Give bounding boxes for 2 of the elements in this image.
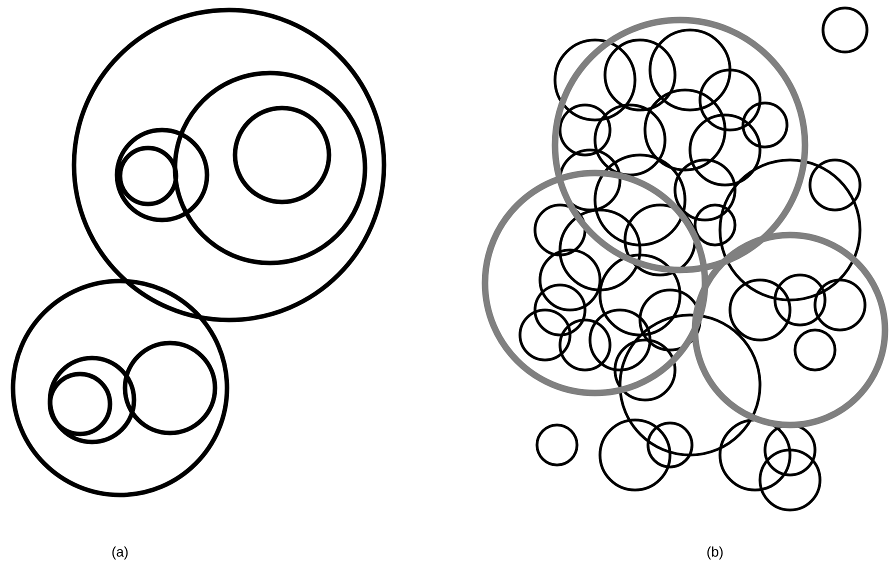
panel-label: (a) xyxy=(112,546,128,560)
panel-label: (b) xyxy=(707,546,723,560)
